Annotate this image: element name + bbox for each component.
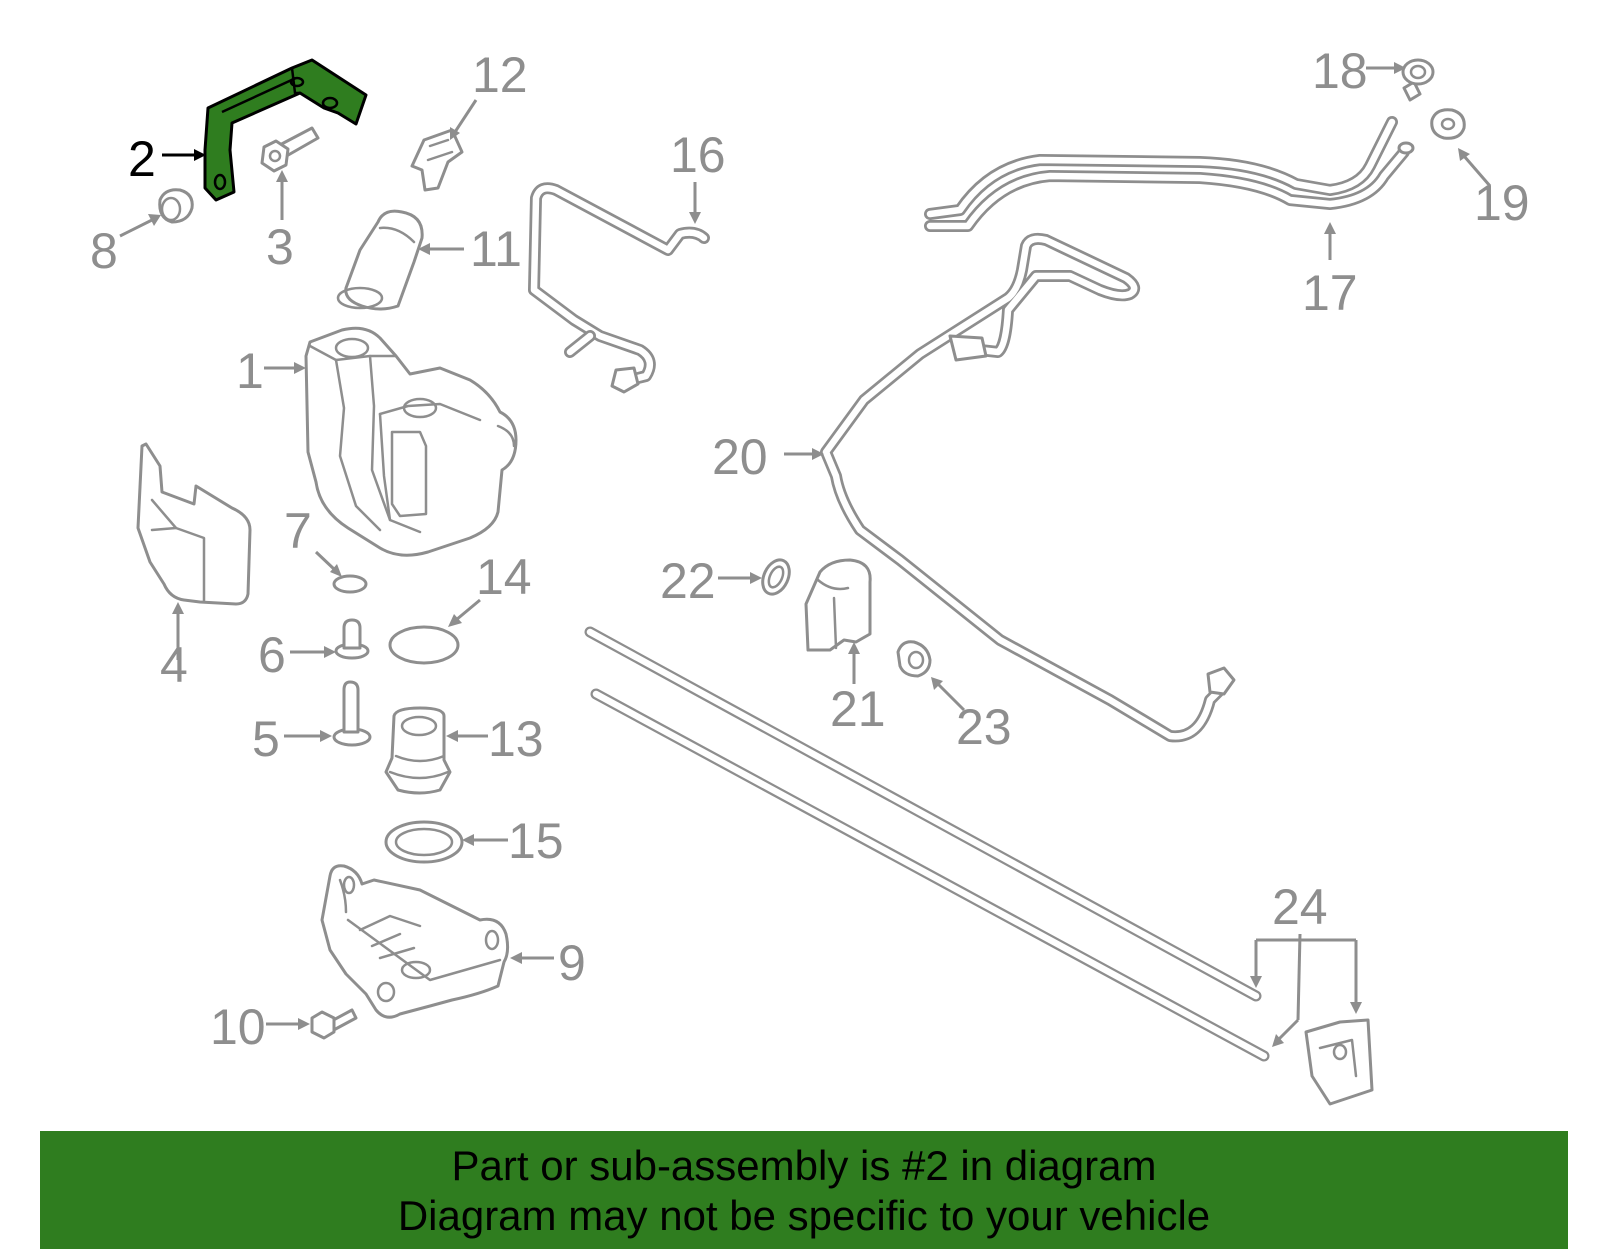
part-20-line[interactable]	[820, 232, 1236, 743]
callout-23[interactable]: 23	[956, 699, 1012, 755]
part-2-bracket[interactable]	[203, 58, 368, 202]
callout-13[interactable]: 13	[488, 711, 544, 767]
part-22-o-ring[interactable]	[758, 556, 795, 599]
callout-7[interactable]: 7	[284, 503, 312, 559]
part-1-reservoir-tank[interactable]	[304, 326, 518, 557]
part-7-o-ring[interactable]	[332, 574, 368, 594]
callout-19[interactable]: 19	[1474, 175, 1530, 231]
banner-line-1: Part or sub-assembly is #2 in diagram	[451, 1142, 1157, 1189]
callout-14[interactable]: 14	[476, 549, 532, 605]
part-11-fitting[interactable]	[336, 209, 424, 311]
part-16-hose[interactable]	[528, 182, 710, 394]
callout-8[interactable]: 8	[90, 223, 118, 279]
callout-6[interactable]: 6	[258, 627, 286, 683]
callout-12[interactable]: 12	[472, 47, 528, 103]
callout-3[interactable]: 3	[266, 219, 294, 275]
part-13-pump[interactable]	[384, 706, 452, 795]
part-19-nut[interactable]	[1430, 108, 1466, 140]
callout-10[interactable]: 10	[210, 999, 266, 1055]
callout-15[interactable]: 15	[508, 813, 564, 869]
callout-2[interactable]: 2	[128, 131, 156, 187]
part-6-valve[interactable]	[334, 618, 370, 660]
callout-18[interactable]: 18	[1312, 43, 1368, 99]
info-banner: Part or sub-assembly is #2 in diagram Di…	[40, 1131, 1568, 1249]
callout-20[interactable]: 20	[712, 429, 768, 485]
part-4-shield[interactable]	[136, 442, 252, 606]
callout-11[interactable]: 11	[470, 221, 522, 277]
part-18-screw[interactable]	[1401, 58, 1435, 102]
callout-2-arrow	[162, 149, 206, 161]
callout-4[interactable]: 4	[160, 637, 188, 693]
part-14-seal[interactable]	[388, 625, 460, 665]
part-23-plug[interactable]	[896, 640, 932, 678]
part-15-gasket[interactable]	[384, 820, 464, 864]
callout-17[interactable]: 17	[1302, 265, 1358, 321]
callout-24-arrows	[1250, 933, 1362, 1047]
callout-21[interactable]: 21	[830, 681, 886, 737]
part-9-mounting-bracket[interactable]	[320, 864, 510, 1019]
part-8-grommet[interactable]	[158, 188, 194, 224]
callout-9[interactable]: 9	[558, 935, 586, 991]
part-24-rails[interactable]	[584, 626, 1374, 1106]
callout-24[interactable]: 24	[1272, 879, 1328, 935]
part-12-clip[interactable]	[410, 128, 464, 192]
banner-line-2: Diagram may not be specific to your vehi…	[397, 1192, 1211, 1239]
callout-22[interactable]: 22	[660, 553, 716, 609]
callout-5[interactable]: 5	[252, 711, 280, 767]
part-17-lines[interactable]	[924, 116, 1415, 232]
part-10-bolt[interactable]	[310, 1008, 358, 1040]
callout-16[interactable]: 16	[670, 127, 726, 183]
callout-1[interactable]: 1	[236, 343, 264, 399]
part-5-pin[interactable]	[332, 680, 372, 747]
part-3-bolt[interactable]	[260, 126, 320, 173]
part-21-sensor[interactable]	[804, 558, 872, 652]
